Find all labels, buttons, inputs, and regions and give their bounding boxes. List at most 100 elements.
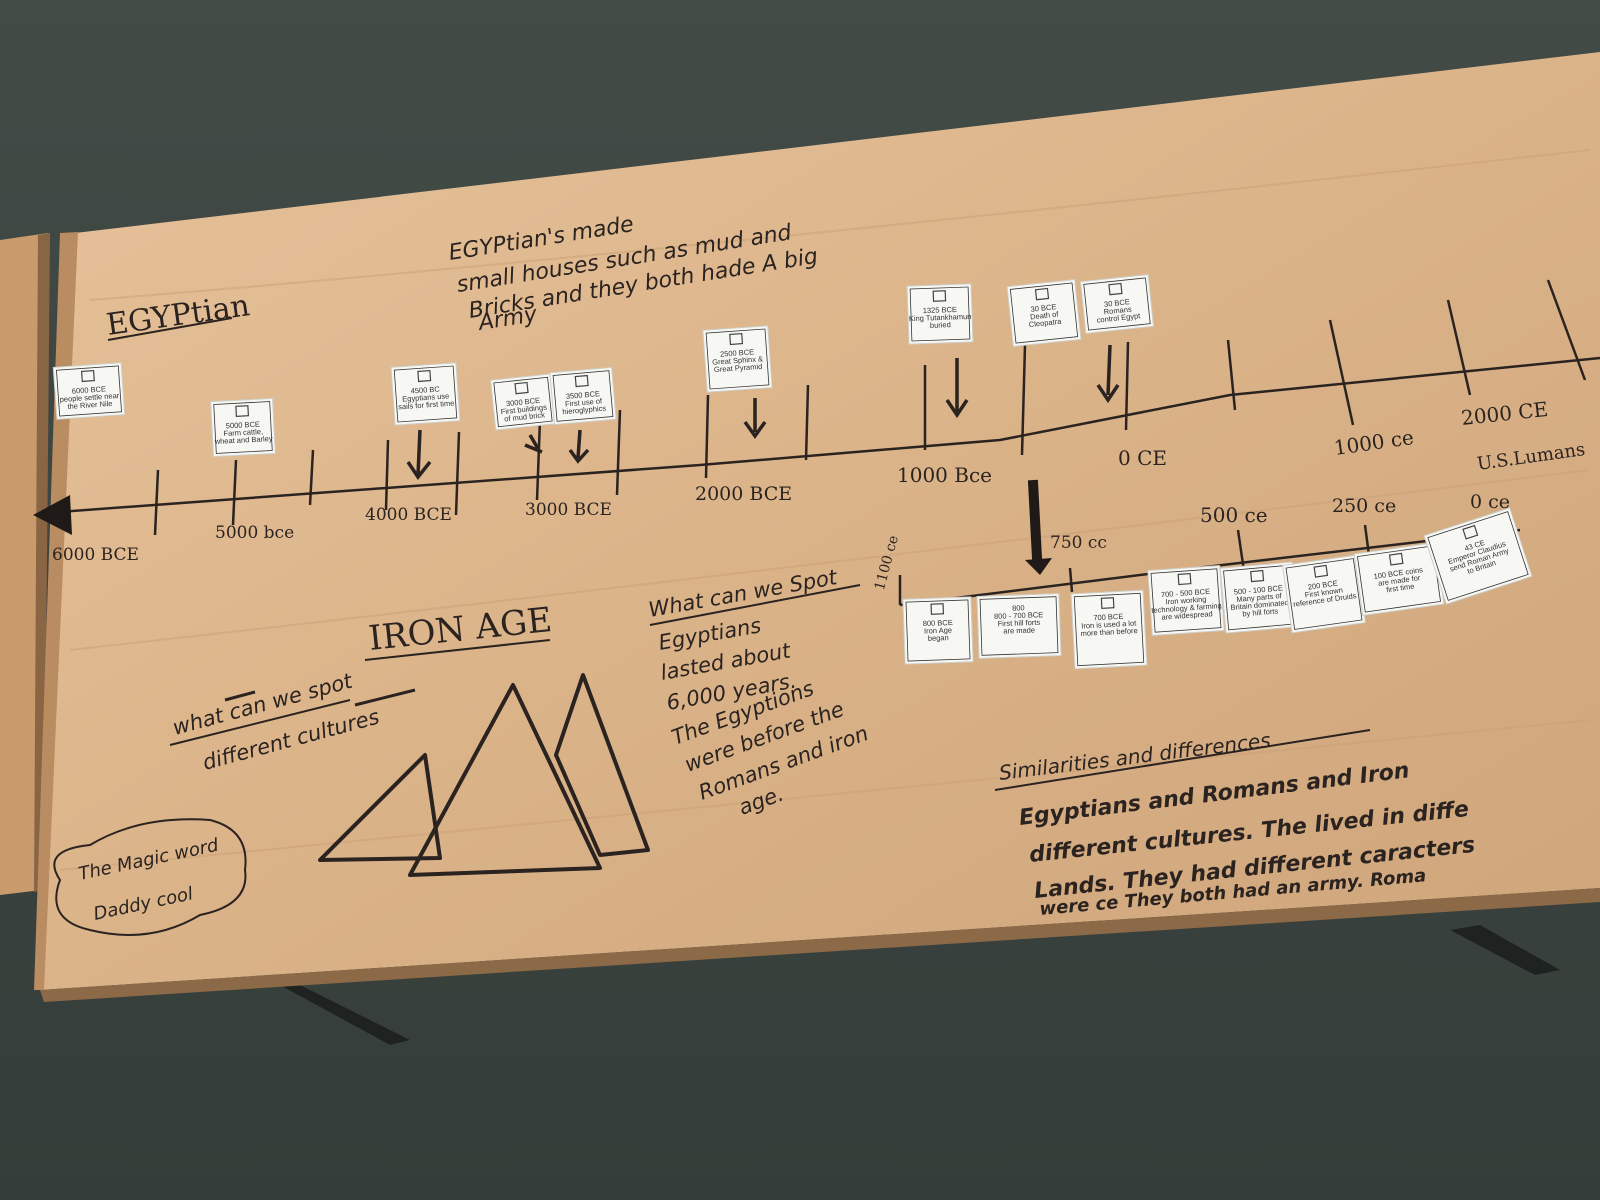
- card-text: Many parts of: [1236, 591, 1283, 604]
- label-1000bce: 1000 Bce: [897, 463, 992, 487]
- bottom-timeline-labels: 1100 ce 750 cc 500 ce 250 ce 0 ce: [872, 491, 1510, 592]
- ship-icon: [417, 369, 432, 383]
- card-paper: [390, 362, 461, 426]
- hillfort-icon: [1250, 569, 1265, 583]
- card-text: sails for first time: [398, 399, 455, 412]
- label-750cc: 750 cc: [1050, 533, 1107, 553]
- label-5000bce: 5000 bce: [215, 523, 294, 543]
- card-arrows: [406, 344, 1120, 480]
- label-250ce: 250 ce: [1332, 495, 1396, 517]
- pyramid-back: [554, 673, 650, 857]
- label-3000bce: 3000 BCE: [525, 500, 612, 520]
- what-underline: [649, 584, 861, 626]
- question-underline: [169, 699, 351, 746]
- house-icon: [514, 381, 529, 395]
- big-arrow-head: [1025, 558, 1052, 575]
- label-2000bce: 2000 BCE: [695, 483, 792, 505]
- card-text: Death of: [1030, 309, 1060, 321]
- card-paper: [210, 397, 276, 458]
- card-text: 3500 BCE: [565, 389, 600, 401]
- emperor-icon: [1462, 524, 1479, 540]
- desk-leg: [280, 985, 410, 1045]
- card-border: [905, 599, 971, 662]
- card-text: people settle near: [59, 391, 120, 404]
- mask-icon: [932, 290, 947, 302]
- desk-edge: [40, 888, 1600, 1002]
- card-text: 6000 BCE: [72, 384, 107, 395]
- card-text: 700 - 500 BCE: [1161, 587, 1211, 599]
- card-border: [1009, 282, 1079, 344]
- card-text: Romans: [1103, 305, 1132, 317]
- card-border: [213, 401, 273, 454]
- label-4000bce: 4000 BCE: [365, 505, 452, 525]
- card-text: Iron is used a lot: [1081, 619, 1137, 631]
- desk-side: [34, 232, 78, 990]
- card-text: 800 - 700 BCE: [994, 610, 1043, 621]
- pyramid-small: [318, 753, 442, 862]
- card-text: by hill forts: [1242, 606, 1279, 618]
- card-text: First use of: [565, 396, 604, 408]
- card-border: [1285, 558, 1363, 630]
- card-text: Farm cattle,: [223, 427, 263, 438]
- card-border: [1083, 277, 1151, 331]
- card-text: First hill forts: [997, 618, 1040, 628]
- coins-icon: [1388, 552, 1404, 566]
- card-text: 700 BCE: [1093, 612, 1123, 623]
- pyramid-drawing: [318, 673, 650, 877]
- desk-leg: [1450, 925, 1560, 975]
- card-border: [909, 286, 971, 342]
- timeline-start-arrow: [33, 495, 72, 535]
- wheat-icon: [235, 405, 250, 417]
- iron-age-underline: [364, 639, 551, 661]
- card-text: 30 BCE: [1104, 297, 1131, 309]
- card-border: [979, 596, 1059, 656]
- card-text: 1325 BCE: [923, 305, 957, 315]
- card-paper: [1070, 589, 1148, 670]
- card-text: 4500 BC: [410, 384, 440, 395]
- card-text: buried: [930, 320, 951, 330]
- card-paper: [1079, 274, 1155, 334]
- card-text: wheat and Barley: [213, 434, 273, 446]
- card-text: 800 BCE: [923, 618, 953, 628]
- card-border: [493, 376, 553, 428]
- card-text: Cleopatra: [1028, 317, 1062, 329]
- card-text: 500 - 100 BCE: [1233, 583, 1283, 596]
- farmer-icon: [1177, 573, 1192, 586]
- card-border: [393, 365, 458, 423]
- card-text: 5000 BCE: [226, 420, 261, 431]
- card-text: Great Sphinx &: [712, 354, 763, 367]
- card-paper: [549, 366, 617, 426]
- card-border: [552, 370, 614, 422]
- card-paper: [52, 362, 126, 420]
- card-paper: [702, 325, 773, 393]
- card-text: 200 BCE: [1307, 579, 1338, 592]
- sword-icon: [1100, 597, 1115, 609]
- card-border: [705, 328, 770, 390]
- card-text: began: [928, 633, 949, 643]
- card-paper: [1147, 565, 1225, 636]
- card-border: [1150, 568, 1222, 633]
- card-paper: [906, 283, 974, 345]
- card-text: 30 BCE: [1030, 302, 1057, 314]
- label-500ce: 500 ce: [1200, 503, 1268, 527]
- card-text: hieroglyphics: [562, 404, 607, 417]
- card-border: [1073, 592, 1145, 667]
